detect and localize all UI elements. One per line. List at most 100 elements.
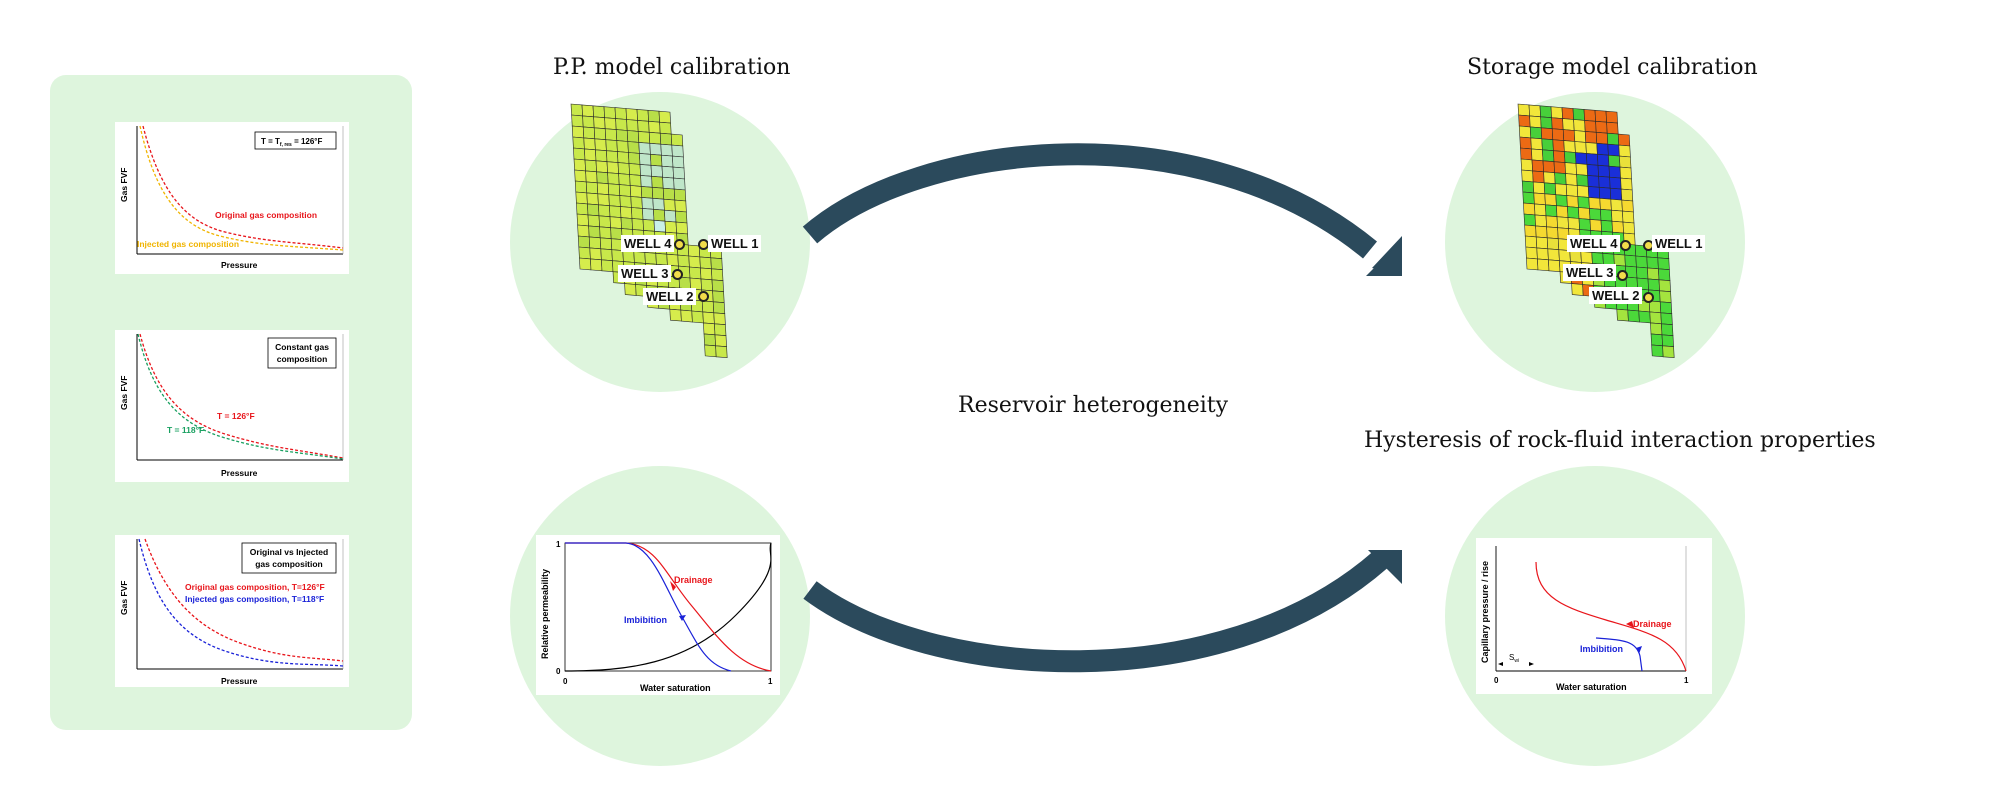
grid-cell [640, 186, 654, 199]
grid-cell [1594, 109, 1607, 123]
grid-cell [1552, 139, 1565, 152]
grid-cell [585, 170, 598, 184]
grid-cell [1543, 182, 1557, 196]
grid-cell [652, 197, 665, 211]
grid-cell [1537, 258, 1550, 272]
grid-cell [642, 208, 655, 221]
grid-cell [1542, 160, 1555, 174]
grid-cell [592, 105, 605, 119]
grid-cell [1648, 300, 1662, 314]
grid-cell [626, 130, 640, 143]
relperm-ylabel: Relative permeability [540, 569, 550, 659]
grid-cell [1524, 235, 1538, 249]
fvf3-legend-injected: Injected gas composition, T=118°F [185, 594, 324, 604]
grid-cell [714, 323, 727, 337]
grid-cell [579, 257, 592, 271]
svg-text:T = Tf, res = 126°F: T = Tf, res = 126°F [261, 137, 323, 148]
fvf3-legend-original: Original gas composition, T=126°F [185, 582, 325, 592]
grid-cell [1611, 209, 1624, 223]
grid-cell [609, 216, 622, 229]
grid-cell [637, 131, 651, 144]
grid-cell [604, 128, 618, 141]
gas-fvf-chart-3-svg: Original vs Injected gas composition Ori… [119, 538, 344, 686]
fvf1-orig-curve [142, 125, 344, 249]
storage-well-4-marker [1620, 240, 1631, 251]
grid-cell [1536, 247, 1549, 261]
grid-cell [586, 192, 599, 206]
pp-well-1-label: WELL 1 [708, 235, 762, 252]
grid-cell [588, 236, 602, 250]
grid-cell [596, 171, 609, 185]
grid-cell [659, 121, 672, 135]
fvf3-inj-curve [138, 538, 344, 667]
grid-cell [1567, 217, 1580, 230]
fvf1-box-sub: f, res [280, 142, 292, 148]
pp-well-2-marker [698, 291, 709, 302]
grid-cell [1650, 322, 1663, 336]
grid-cell [1588, 197, 1601, 210]
grid-cell [1551, 117, 1564, 130]
grid-cell [1565, 184, 1579, 197]
grid-cell [598, 215, 611, 229]
fvf1-xlabel: Pressure [221, 260, 258, 270]
grid-cell [1573, 130, 1587, 143]
grid-cell [1587, 186, 1601, 199]
grid-cell [1534, 214, 1547, 228]
grid-cell [1620, 177, 1633, 191]
pp-well-3-label: WELL 3 [618, 265, 672, 282]
gas-fvf-chart-1: T = Tf, res = 126°F Original gas composi… [115, 122, 349, 274]
grid-cell [1540, 127, 1554, 141]
grid-cell [570, 103, 583, 117]
grid-cell [648, 131, 662, 145]
grid-cell [1597, 164, 1610, 178]
grid-cell [1522, 191, 1535, 205]
grid-cell [1561, 107, 1574, 120]
grid-cell [644, 252, 657, 265]
grid-cell [1517, 103, 1530, 117]
grid-cell [699, 256, 712, 270]
grid-cell [571, 125, 585, 139]
grid-cell [1523, 213, 1536, 227]
grid-cell [607, 172, 620, 185]
grid-cell [1595, 131, 1609, 145]
grid-cell [1596, 142, 1609, 156]
grid-cell [617, 162, 630, 175]
grid-cell [1636, 266, 1649, 280]
grid-cell [1548, 259, 1561, 273]
grid-cell [603, 106, 616, 119]
grid-cell [675, 210, 688, 224]
grid-cell [1589, 219, 1602, 232]
relperm-chart-svg: Drainage Imbibition 1 0 0 1 Water satura… [540, 540, 773, 693]
grid-cell [1551, 128, 1565, 141]
grid-cell [582, 115, 595, 129]
grid-cell [1583, 109, 1596, 122]
fvf2-ylabel: Gas FVF [119, 376, 129, 410]
grid-cell [630, 196, 643, 209]
grid-cell [590, 258, 603, 272]
grid-cell [1622, 221, 1635, 235]
grid-cell [680, 309, 693, 323]
grid-cell [703, 333, 716, 347]
grid-cell [609, 205, 622, 218]
grid-cell [701, 300, 715, 314]
grid-cell [1539, 105, 1552, 119]
grid-cell [616, 140, 629, 153]
pp-model-heading: P.P. model calibration [553, 55, 791, 80]
grid-cell [1553, 161, 1566, 174]
grid-cell [674, 199, 687, 213]
fvf3-box-line2: gas composition [255, 559, 323, 569]
grid-cell [689, 266, 702, 280]
grid-cell [1529, 126, 1543, 140]
grid-cell [1535, 236, 1549, 250]
grid-cell [573, 147, 586, 161]
grid-cell [1519, 136, 1532, 150]
grid-cell [620, 217, 633, 230]
fvf3-box-line1: Original vs Injected [250, 547, 328, 557]
grid-cell [1562, 118, 1575, 131]
grid-cell [711, 279, 724, 293]
grid-cell [629, 185, 643, 198]
grid-cell [608, 194, 621, 207]
fvf1-box-tail: = 126°F [292, 137, 323, 146]
fvf3-orig-curve [144, 538, 344, 662]
grid-cell [597, 193, 610, 207]
